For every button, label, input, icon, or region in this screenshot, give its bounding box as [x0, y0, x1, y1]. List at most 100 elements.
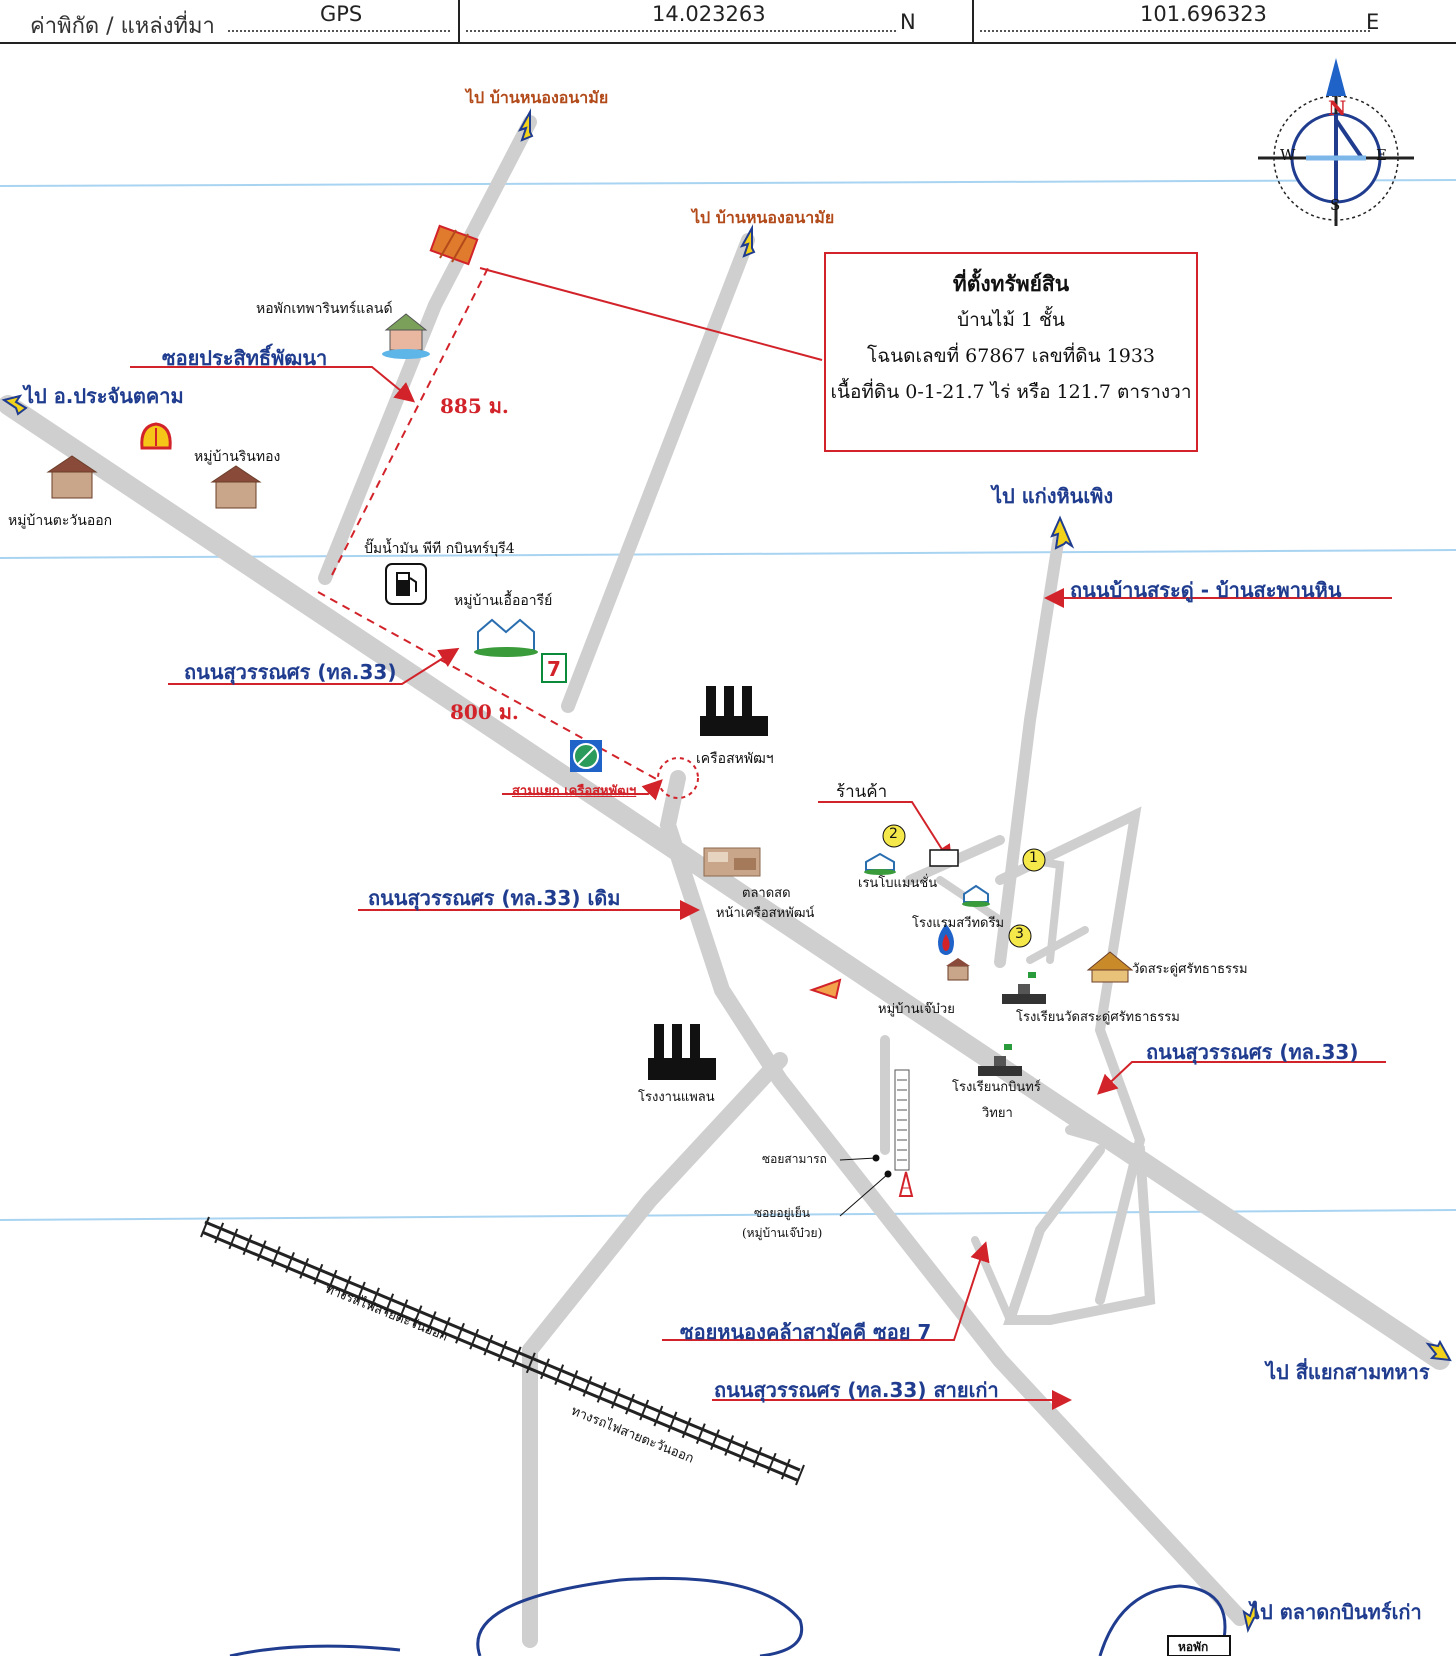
place-soi-samarot: ซอยสามารถ	[762, 1152, 827, 1166]
railway-tie	[639, 1399, 650, 1421]
direction-si-yaek: ไป สี่แยกสามทหาร	[1266, 1360, 1430, 1384]
railway-tie	[469, 1328, 480, 1350]
railway-tie	[228, 1228, 239, 1250]
arrow-prachantakham	[1, 394, 28, 416]
bottom-box	[1167, 1635, 1231, 1656]
numbered-markers	[882, 824, 1046, 948]
railway-tie	[327, 1269, 338, 1291]
railway-tie	[426, 1311, 437, 1332]
road-highway-33	[0, 395, 1450, 1370]
compass-w: W	[1280, 146, 1296, 164]
railway-tie	[483, 1334, 494, 1356]
property-deed: โฉนดเลขที่ 67867 เลขที่ดิน 1933	[866, 345, 1155, 367]
road-old-33	[659, 770, 1248, 1626]
temple-icon	[1086, 951, 1134, 983]
marker-1: 1	[1029, 850, 1038, 866]
railway-tie	[299, 1257, 310, 1279]
railway-tie	[653, 1405, 664, 1427]
railway-tie	[398, 1299, 409, 1321]
marker-2: 2	[889, 826, 898, 842]
source-value: GPS	[320, 2, 363, 26]
direction-prachantakham: ไป อ.ประจันตคาม	[24, 384, 184, 408]
svg-text:7: 7	[547, 657, 561, 681]
arrow-kaeng-hin	[1050, 515, 1075, 550]
place-junction: สามแยก เครือสหพัฒฯ	[512, 784, 637, 799]
latitude-cell: 14.023263 N	[460, 0, 974, 42]
railway-tie	[214, 1222, 225, 1244]
soi-leaders	[839, 1154, 892, 1217]
railway-tie	[610, 1387, 621, 1409]
source-dotline	[228, 30, 450, 32]
place-tawan-ok: หมู่บ้านตะวันออก	[8, 513, 113, 529]
gas-pump-icon	[385, 563, 427, 605]
longitude-dotline	[980, 30, 1370, 32]
railway-tie	[384, 1293, 395, 1315]
arrow-nong-anamai-1	[517, 108, 534, 142]
latitude-value: 14.023263	[652, 2, 766, 26]
shop-box	[929, 849, 959, 867]
compass-rose	[1258, 58, 1414, 226]
railway-tie	[440, 1317, 451, 1338]
direction-nong-anamai-1: ไป บ้านหนองอนามัย	[466, 88, 609, 107]
junction-circle	[657, 757, 699, 799]
latitude-unit: N	[900, 10, 916, 34]
arrow-talat	[1242, 1600, 1260, 1633]
direction-talat: ไป ตลาดกบินทร์เก่า	[1250, 1600, 1422, 1624]
roads	[0, 115, 1450, 1648]
flame-icon	[938, 924, 954, 955]
road-soi-7	[971, 1236, 1014, 1324]
longitude-value: 101.696323	[1140, 2, 1267, 26]
place-dorm: หอพักเทพารินทร์แลนด์	[256, 301, 393, 317]
railway-tie	[667, 1411, 678, 1433]
coord-label: ค่าพิกัด / แหล่งที่มา	[30, 14, 215, 39]
village-lanes	[894, 1069, 910, 1171]
place-sahaphat: เครือสหพัฒฯ	[696, 751, 774, 767]
road-east-branch	[1026, 926, 1089, 964]
railway-tie	[752, 1446, 763, 1468]
railway-tie	[554, 1364, 565, 1385]
railway-tie	[285, 1252, 295, 1273]
property-area: เนื้อที่ดิน 0-1-21.7 ไร่ หรือ 121.7 ตารา…	[830, 381, 1192, 403]
road-soi-prasit	[318, 115, 537, 585]
direction-nong-anamai-2: ไป บ้านหนองอนามัย	[692, 208, 835, 227]
road-label-soi-prasit: ซอยประสิทธิ์พัฒนา	[162, 346, 328, 370]
property-parcel	[429, 224, 479, 266]
road-label-33-line: ถนนสุวรรณศร (ทล.33) สายเก่า	[714, 1378, 999, 1402]
place-shop: ร้านค้า	[836, 782, 888, 802]
place-school-temple: โรงเรียนวัดสระดู่ศรัทธาธรรม	[1016, 1010, 1180, 1025]
road-se-loop	[1003, 1125, 1156, 1325]
place-hotel: โรงแรมสวีทดรีม	[912, 916, 1005, 931]
leader-arrows	[130, 267, 1392, 1410]
place-uea-aree: หมู่บ้านเอื้ออารีย์	[454, 593, 553, 609]
railway-tie	[242, 1234, 253, 1256]
road-label-ban-sradu: ถนนบ้านสระดู่ - บ้านสะพานหิน	[1070, 578, 1342, 602]
railway-tie	[724, 1435, 735, 1456]
place-school-kabin-2: วิทยา	[982, 1106, 1013, 1121]
railway-tie	[568, 1370, 579, 1391]
arrow-si-yaek	[1425, 1339, 1452, 1362]
house-icon	[46, 313, 990, 981]
distance-800: 800 ม.	[450, 700, 519, 724]
railway-tie	[710, 1429, 720, 1450]
road-east-loop	[995, 806, 1146, 1305]
railway-tie	[412, 1305, 423, 1326]
place-bottom-box: หอพัก	[1178, 1640, 1209, 1654]
railway-tie	[200, 1216, 210, 1238]
compass-s: S	[1330, 196, 1341, 214]
road-label-33: ถนนสุวรรณศร (ทล.33)	[184, 660, 397, 684]
signature-scribble	[229, 1576, 1227, 1656]
flag-icon	[808, 978, 842, 1000]
railway-tie	[355, 1281, 366, 1303]
latitude-dotline	[466, 30, 896, 32]
place-temple: วัดสระดู่ศรัทธาธรรม	[1132, 962, 1248, 977]
railway-tie	[766, 1452, 777, 1474]
railway-tie	[370, 1287, 380, 1309]
source-cell: ค่าพิกัด / แหล่งที่มา GPS	[0, 0, 460, 42]
railway-tie	[625, 1393, 635, 1415]
ptt-station-icon	[570, 740, 602, 772]
railway-tie	[497, 1340, 508, 1362]
road-label-33-old: ถนนสุวรรณศร (ทล.33) เดิม	[368, 886, 621, 910]
road-ban-sradu	[994, 524, 1066, 968]
railway-tie	[511, 1346, 522, 1368]
